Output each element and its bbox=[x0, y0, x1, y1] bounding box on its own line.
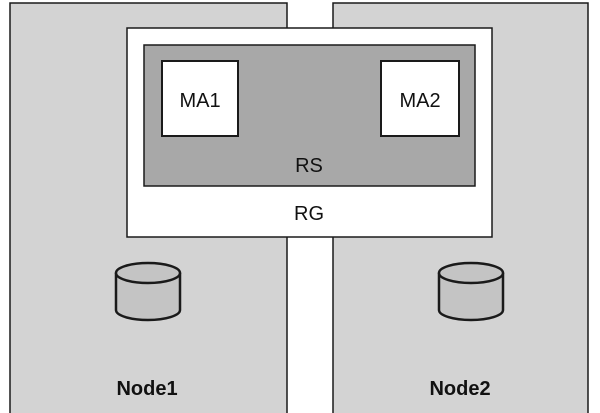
agent-ma1: MA1 bbox=[161, 60, 239, 137]
node2-label: Node2 bbox=[429, 378, 490, 400]
resource-group-label: RG bbox=[294, 203, 324, 225]
node2-disk-top bbox=[437, 261, 505, 285]
resource-set-label: RS bbox=[295, 155, 323, 177]
agent-ma2-box bbox=[380, 60, 460, 137]
node2-disk-icon bbox=[437, 261, 505, 322]
node2-disk-body bbox=[437, 273, 505, 322]
agent-ma1-box bbox=[161, 60, 239, 137]
agent-ma2: MA2 bbox=[380, 60, 460, 137]
node1-disk-body bbox=[114, 273, 182, 322]
agent-ma1-label: MA1 bbox=[179, 90, 220, 112]
node1-label: Node1 bbox=[116, 378, 177, 400]
agent-ma2-label: MA2 bbox=[399, 90, 440, 112]
node1-disk-top bbox=[114, 261, 182, 285]
node1-disk-icon bbox=[114, 261, 182, 322]
